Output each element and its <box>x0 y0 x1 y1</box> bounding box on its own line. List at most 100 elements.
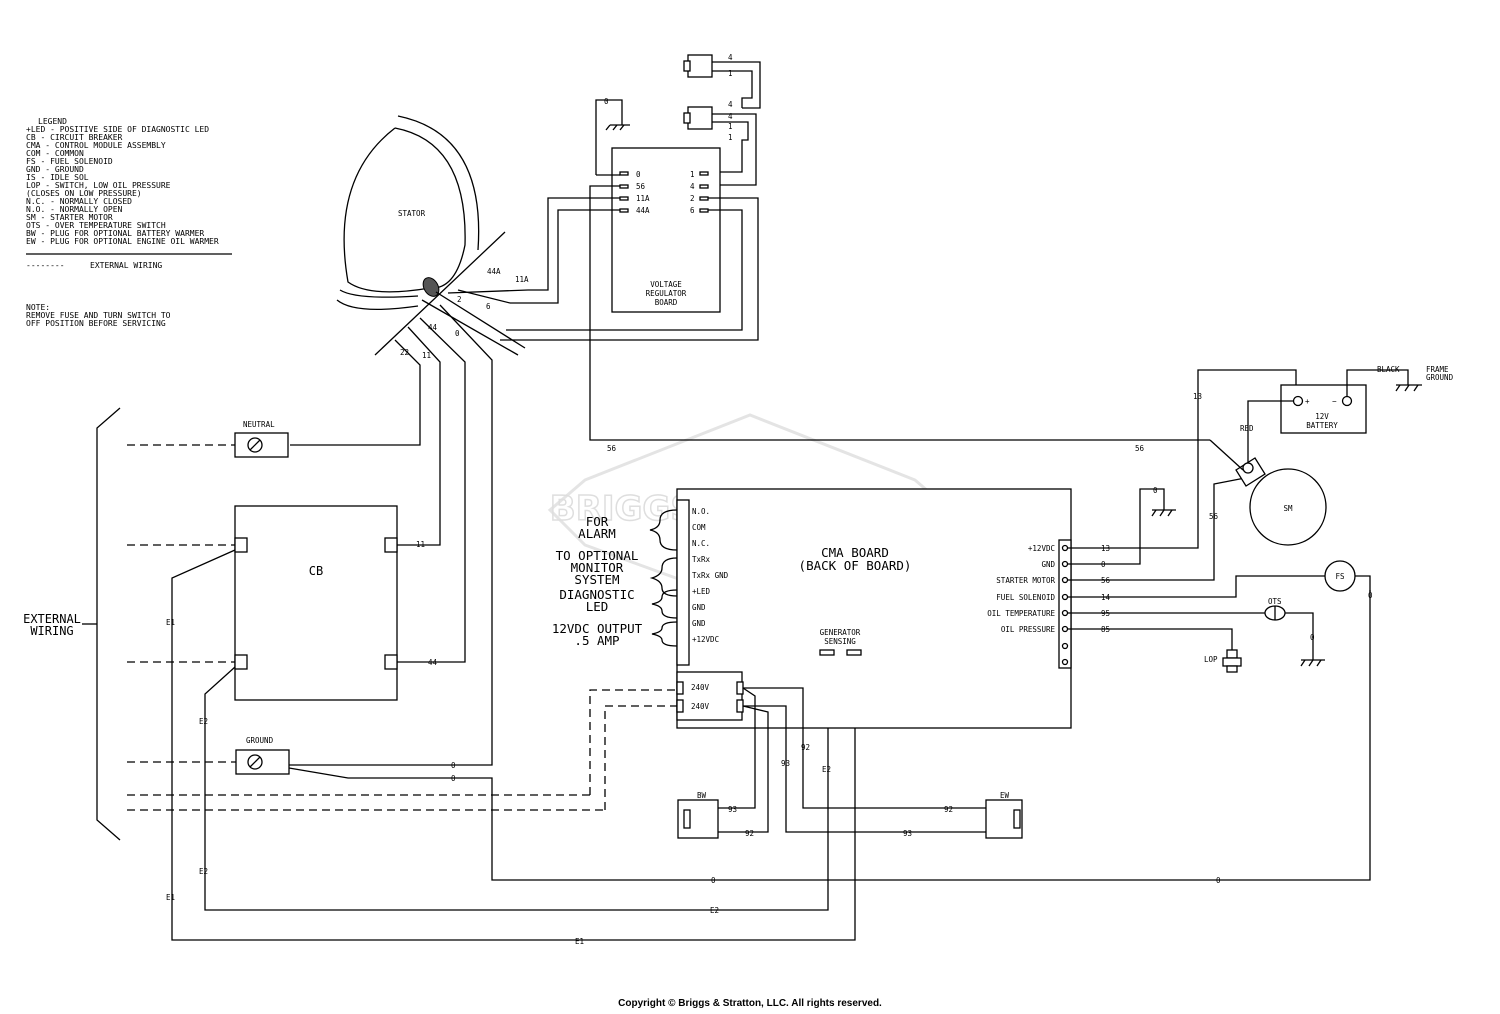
legend-entry: (CLOSES ON LOW PRESSURE) <box>26 189 142 198</box>
legend-entry: OTS - OVER TEMPERATURE SWITCH <box>26 221 166 230</box>
voltage-regulator-board: VOLTAGE REGULATOR BOARD 0 56 11A 44A 1 4… <box>611 147 721 313</box>
wire-label: E2 <box>199 867 208 876</box>
wire-label: E2 <box>822 765 831 774</box>
legend-entry: +LED - POSITIVE SIDE OF DIAGNOSTIC LED <box>26 125 209 134</box>
wire-label: 1 <box>728 69 733 78</box>
red-label: RED <box>1240 424 1254 433</box>
circuit-breaker: CB 11 44 E1 E2 E2 E1 E1 E2 <box>127 505 856 946</box>
wire-label: 2 <box>457 295 462 304</box>
wire-label: 0 <box>455 329 460 338</box>
wire-label: 56 <box>1101 576 1111 585</box>
note-line: OFF POSITION BEFORE SERVICING <box>26 319 166 328</box>
ground-label: GROUND <box>246 736 274 745</box>
vr-terminal: 6 <box>690 206 695 215</box>
ots-label: OTS <box>1268 597 1282 606</box>
note-line: REMOVE FUSE AND TURN SWITCH TO <box>26 311 171 320</box>
stator-label: STATOR <box>398 209 426 218</box>
cma-group-label: LED <box>586 599 609 614</box>
cma-group-label: DIAGNOSTIC <box>559 587 634 602</box>
cma-label: (BACK OF BOARD) <box>799 558 912 573</box>
vr-terminal: 0 <box>636 170 641 179</box>
cma-group-label: TO OPTIONAL <box>556 548 639 563</box>
wire-label: 11 <box>416 540 425 549</box>
vr-terminal: 1 <box>690 170 695 179</box>
cma-right-terminal: +12VDC <box>1028 544 1055 553</box>
ground-terminal: GROUND 0 0 0 0 <box>127 590 1371 885</box>
cb-label: CB <box>309 564 323 578</box>
vr-label-line: REGULATOR <box>646 289 687 298</box>
legend-entry: CMA - CONTROL MODULE ASSEMBLY <box>26 141 166 150</box>
cma-right-terminal: OIL TEMPERATURE <box>987 609 1055 618</box>
battery: + − 12V BATTERY BLACK FRAME GROUND RED <box>1240 365 1454 464</box>
cma-group-label: .5 AMP <box>574 633 619 648</box>
cma-right-terminal: FUEL SOLENOID <box>996 593 1055 602</box>
wire-label: 92 <box>801 743 810 752</box>
legend-external-wiring: EXTERNAL WIRING <box>90 261 162 270</box>
frame-ground-label: FRAME <box>1426 365 1449 374</box>
stator: STATOR 22 11 44 0 <box>290 115 529 766</box>
wire-label: 93 <box>903 829 912 838</box>
legend-entry: LOP - SWITCH, LOW OIL PRESSURE <box>26 181 171 190</box>
cma-terminal: TxRx <box>692 555 711 564</box>
wire-label: 44 <box>428 658 438 667</box>
cma-240v: 240V <box>691 683 710 692</box>
cma-group-label: SYSTEM <box>574 572 619 587</box>
frame-ground-label: GROUND <box>1426 373 1454 382</box>
cma-right-terminal: OIL PRESSURE <box>1001 625 1056 634</box>
gen-sensing-label: GENERATOR <box>820 628 861 637</box>
wire-label: 56 <box>1209 512 1219 521</box>
neutral-label: NEUTRAL <box>243 420 275 429</box>
wire-label: 0 <box>451 761 456 770</box>
solenoid-terminal-icon <box>1242 462 1254 474</box>
wire-label: 0 <box>451 774 456 783</box>
wire-label: 0 <box>1310 633 1315 642</box>
legend: LEGEND +LED - POSITIVE SIDE OF DIAGNOSTI… <box>26 117 232 328</box>
cma-group-label: ALARM <box>578 526 616 541</box>
wire-label: 14 <box>1101 593 1111 602</box>
low-oil-pressure-switch: LOP <box>1204 649 1242 673</box>
stator-harness-grommet <box>422 277 440 297</box>
wire-label: 0 <box>1216 876 1221 885</box>
cma-terminal: +LED <box>692 587 711 596</box>
cma-right-terminal: STARTER MOTOR <box>996 576 1055 585</box>
black-label: BLACK <box>1377 365 1400 374</box>
cma-terminal: GND <box>692 619 706 628</box>
wire-label: 92 <box>944 805 953 814</box>
sm-label: SM <box>1283 504 1293 513</box>
wire-label: 11 <box>422 351 431 360</box>
wire-label: 0 <box>1153 486 1158 495</box>
wire-label: 0 <box>604 97 609 106</box>
wire-label: 93 <box>781 759 790 768</box>
fuel-solenoid: FS <box>1324 560 1356 592</box>
cma-terminal: N.O. <box>692 507 710 516</box>
legend-entry: N.C. - NORMALLY CLOSED <box>26 197 132 206</box>
cma-group-label: FOR <box>586 514 609 529</box>
neutral-terminal: NEUTRAL <box>127 420 289 458</box>
copyright-notice: Copyright © Briggs & Stratton, LLC. All … <box>618 998 882 1009</box>
battery-plus: + <box>1305 397 1310 406</box>
wire-label: 1 <box>728 133 733 142</box>
battery-minus: − <box>1332 397 1337 406</box>
wire-label: 22 <box>400 348 409 357</box>
external-wiring-bracket: EXTERNAL WIRING <box>23 407 121 841</box>
wire-label: 13 <box>1101 544 1110 553</box>
wire-label: E1 <box>166 893 175 902</box>
cma-terminal: TxRx GND <box>692 571 729 580</box>
wire-label: 92 <box>745 829 754 838</box>
cma-terminal: COM <box>692 523 706 532</box>
vr-terminal: 44A <box>636 206 650 215</box>
cma-240v: 240V <box>691 702 710 711</box>
starter-motor: SM <box>1150 439 1327 546</box>
wire-label: 95 <box>1101 609 1110 618</box>
legend-entry: SM - STARTER MOTOR <box>26 213 113 222</box>
wire-label: 1 <box>728 122 733 131</box>
cma-group-label: 12VDC OUTPUT <box>552 621 643 636</box>
battery-label: BATTERY <box>1306 421 1338 430</box>
legend-dash-sample: -------- <box>26 261 65 270</box>
bw-ew-plugs: BW EW 92 93 93 92 92 93 <box>677 687 1023 839</box>
cma-group-label: MONITOR <box>571 560 624 575</box>
vr-terminal: 56 <box>636 182 646 191</box>
cma-right-wiring: 13 13 0 0 56 56 14 95 0 85 0 <box>1068 369 1373 667</box>
wire-label: 13 <box>1193 392 1202 401</box>
wire-label: E2 <box>199 717 208 726</box>
